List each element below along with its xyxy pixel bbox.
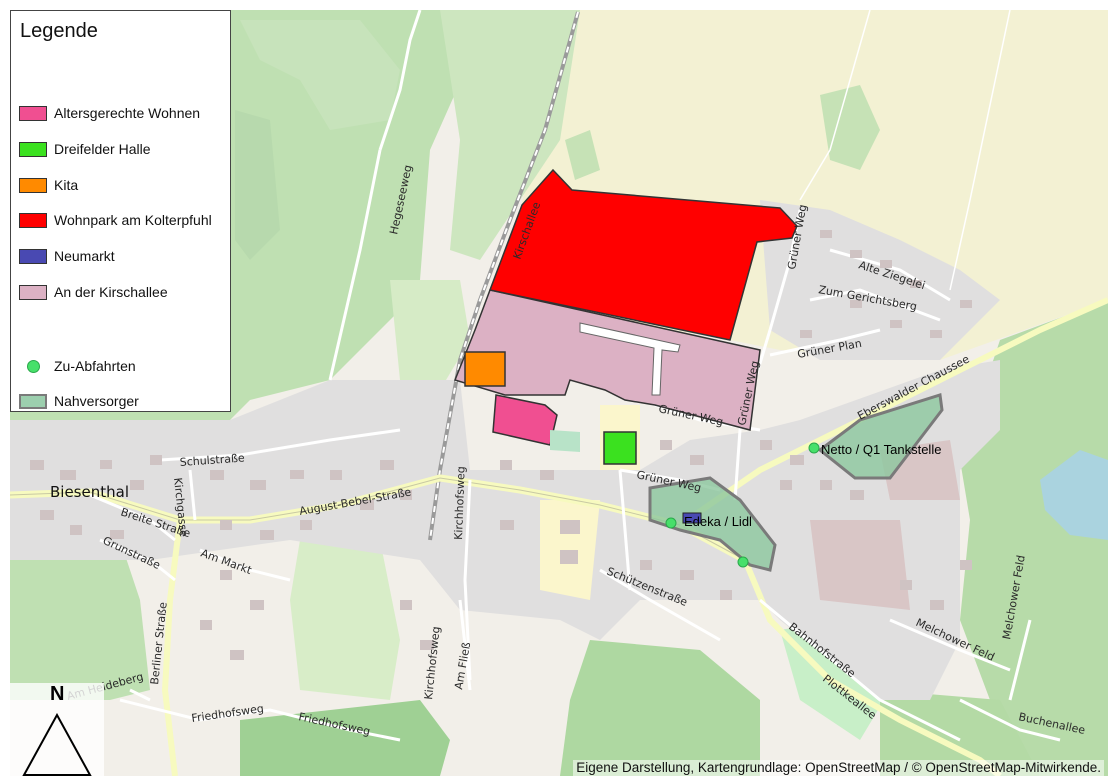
north-arrow-icon — [22, 713, 92, 776]
legend-item-an-der-kirschallee: An der Kirschallee — [19, 283, 168, 301]
legend-item-neumarkt: Neumarkt — [19, 247, 115, 265]
access-point-edeka — [665, 517, 677, 529]
forest-dark-west — [240, 20, 400, 130]
area-green-lawn — [550, 430, 580, 452]
legend-swatch — [19, 105, 47, 121]
area-an-der-kirschallee — [453, 289, 761, 431]
forest-far-south — [880, 690, 1040, 776]
forest-south-mid — [560, 640, 760, 776]
legend-label: Zu-Abfahrten — [54, 358, 136, 374]
access-point-netto — [808, 442, 820, 454]
legend-dot-icon — [19, 359, 47, 374]
street-label-kirchhofsweg-n: Kirchhofsweg — [452, 466, 468, 540]
minor-roads — [89, 10, 1061, 742]
industrial — [810, 520, 910, 610]
road-plottke — [759, 598, 961, 742]
legend-label: Kita — [54, 177, 79, 193]
legend-swatch — [19, 284, 47, 300]
legend-item-altersgerechte-wohnen: Altersgerechte Wohnen — [19, 104, 200, 122]
road-august-bebel-edge — [10, 477, 746, 561]
meadow-center — [390, 280, 470, 390]
access-point-bahnhof — [737, 556, 749, 568]
track-east-1 — [949, 10, 1011, 291]
legend-item-wohnpark: Wohnpark am Kolterpfuhl — [19, 211, 212, 229]
poi-label-netto: Netto / Q1 Tankstelle — [821, 442, 941, 457]
forest-southwest — [10, 540, 150, 700]
area-altersgerechte-wohnen — [492, 394, 558, 446]
legend-swatch — [19, 248, 47, 264]
place-label-biesenthal: Biesenthal — [50, 483, 129, 501]
north-letter: N — [50, 683, 65, 705]
meadow-south — [290, 540, 400, 700]
wetland-farm-2 — [565, 130, 600, 180]
legend-swatch — [19, 212, 47, 228]
north-arrow: N — [10, 683, 104, 776]
street-label-schulstrasse: Schulstraße — [179, 451, 245, 469]
area-wohnpark-kolterpfuhl — [488, 168, 798, 341]
nahversorger-netto — [817, 393, 944, 480]
street-label-kirchgasse: Kirchgasse — [171, 477, 190, 538]
forest-center — [440, 10, 580, 260]
legend-swatch — [19, 393, 47, 409]
poi-label-edeka: Edeka / Lidl — [684, 514, 752, 529]
legend-label: Altersgerechte Wohnen — [54, 105, 201, 121]
map-legend: Legende Altersgerechte Wohnen Dreifelder… — [10, 10, 231, 412]
lake-east — [1040, 450, 1108, 540]
neumarkt-marker — [682, 512, 702, 524]
legend-label: An der Kirschallee — [54, 284, 168, 300]
road-in-kirschallee — [579, 322, 681, 396]
legend-item-zu-abfahrten: Zu-Abfahrten — [19, 357, 136, 375]
legend-item-dreifelder-halle: Dreifelder Halle — [19, 140, 150, 158]
legend-item-kita: Kita — [19, 176, 78, 194]
area-kita — [464, 351, 506, 387]
legend-label: Neumarkt — [54, 248, 115, 264]
track-east-2 — [799, 10, 871, 201]
legend-label: Wohnpark am Kolterpfuhl — [54, 212, 212, 228]
legend-swatch — [19, 141, 47, 157]
road-berliner — [161, 519, 183, 776]
nahversorger-edeka — [648, 476, 777, 572]
legend-item-nahversorger: Nahversorger — [19, 392, 139, 410]
wetland-farm — [820, 85, 880, 170]
legend-title: Legende — [20, 20, 98, 42]
legend-label: Dreifelder Halle — [54, 141, 151, 157]
map-attribution: Eigene Darstellung, Kartengrundlage: Ope… — [573, 760, 1104, 776]
wetland-west — [235, 110, 280, 260]
building-blocks — [30, 230, 972, 660]
area-dreifelder-halle — [603, 431, 637, 465]
legend-label: Nahversorger — [54, 393, 139, 409]
forest-south — [240, 700, 450, 776]
legend-swatch — [19, 177, 47, 193]
road-eberswalder — [678, 297, 1108, 528]
railway-line-dash — [429, 11, 579, 541]
